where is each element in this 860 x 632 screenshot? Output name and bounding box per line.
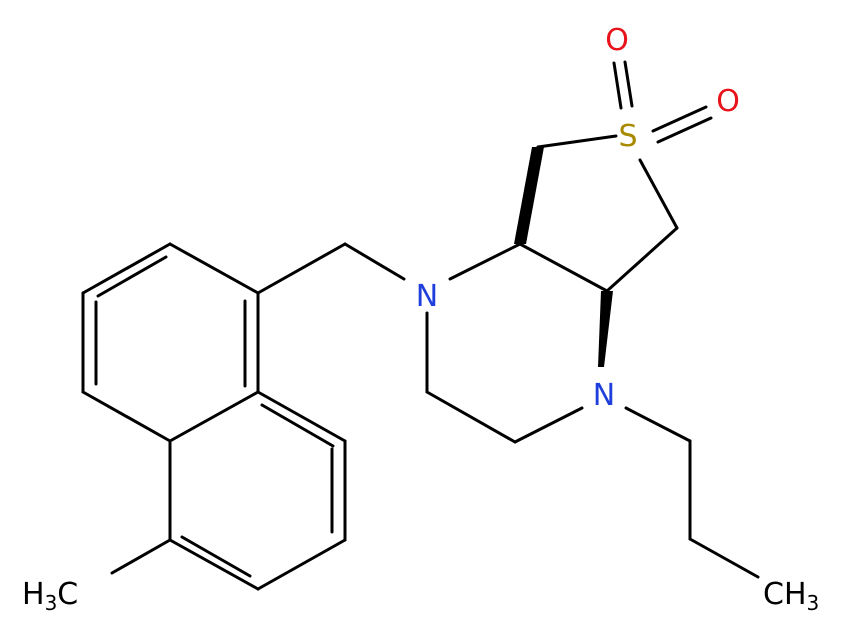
methyl-right-subscript: 3 [807,591,820,615]
atom-sulfur: S [618,119,637,154]
bond-s-o-top-b [623,60,634,108]
bond-c-n-right [513,406,584,444]
bond-ch2-aryl [256,242,347,295]
bond-naph-c1-c2 [168,242,260,295]
methyl-left-c: C [57,577,78,612]
atom-nitrogen-left: N [416,279,438,314]
bond-c-s [536,134,618,149]
piperazine-ring-bonds [425,242,609,444]
methyl-label-left: H3C [22,577,78,615]
bond-n-propyl [624,406,692,443]
bond-naph-c2-c3 [81,242,172,295]
wedge-bond-bottom [598,291,613,367]
bond-naph-inner-f [180,535,252,578]
bond-c-n-left [448,242,522,281]
bond-c-c-bottom [425,390,517,444]
methyl-right-ch: CH [763,577,807,612]
wedge-bond-top [514,147,544,244]
bond-naph-inner-d [260,403,335,448]
methyl-left-subscript: 3 [45,591,58,615]
atom-nitrogen-right: N [593,378,615,413]
bond-s-c [638,158,679,230]
atom-oxygen-top: O [605,23,629,58]
bond-c-c-ring [605,226,679,293]
benzyl-bonds [256,242,406,295]
bond-naph-c8a-c8 [256,390,347,443]
atom-oxygen-right: O [716,84,740,119]
bond-s-o-right-b [656,116,713,144]
bond-naph-c4a-c8a [168,390,260,443]
bond-s-o-right-a [651,105,708,133]
bond-naph-c4-c4a [81,390,172,443]
bond-naph-c6-c5 [168,538,260,591]
bond-naph-methyl [110,538,172,575]
naphthalene-bonds [81,242,347,591]
propyl-chain-bonds [624,406,760,579]
bond-propyl-ch3 [688,537,760,579]
bond-naph-c7-c6 [256,538,347,591]
bond-ring-fusion [518,242,609,293]
methyl-left-h: H [22,577,45,612]
bond-naph-inner-a [96,255,168,298]
methyl-label-right: CH3 [763,577,819,615]
bond-s-o-top-a [612,61,623,110]
bond-n-ch2 [343,242,406,281]
sulfolane-ring-bonds [536,60,713,293]
